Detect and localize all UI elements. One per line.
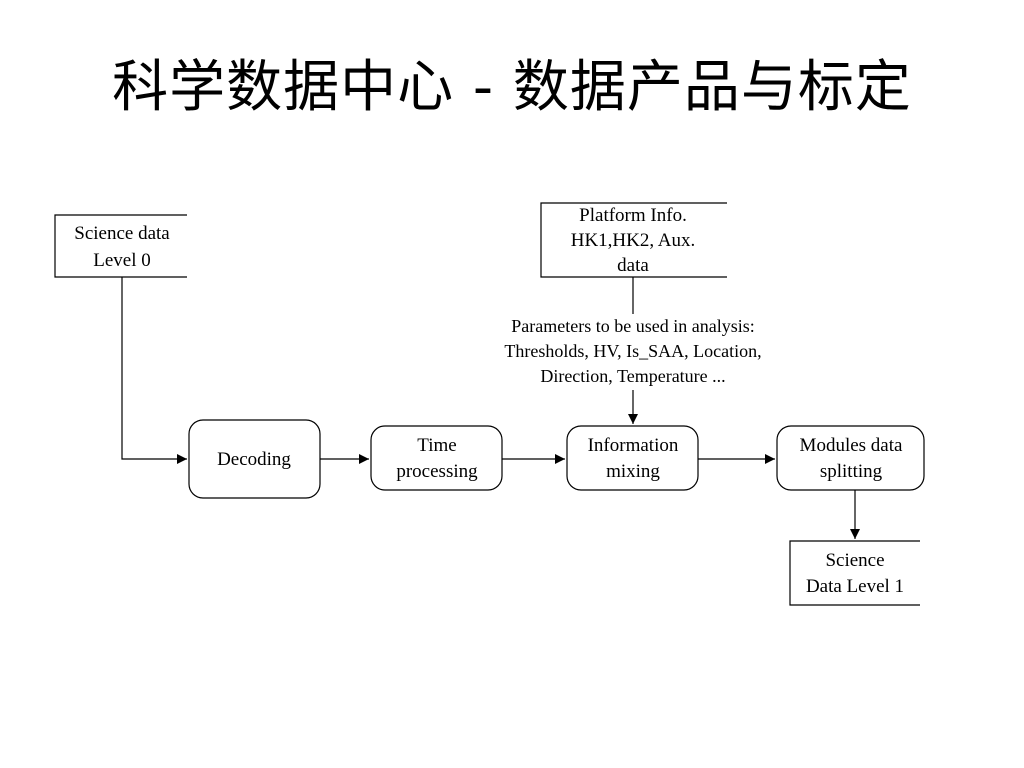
information-mixing-line-2: mixing bbox=[606, 461, 660, 482]
science-level1-line-1: Science bbox=[825, 550, 884, 571]
parameters-note: Parameters to be used in analysis: Thres… bbox=[504, 316, 761, 386]
modules-splitting-line-2: splitting bbox=[820, 461, 883, 482]
science-level1-line-2: Data Level 1 bbox=[806, 576, 904, 597]
time-processing-line-2: processing bbox=[396, 461, 478, 482]
slide-title: 科学数据中心 - 数据产品与标定 bbox=[112, 55, 912, 120]
science-level0-line-1: Science data bbox=[74, 223, 170, 244]
decoding-label: Decoding bbox=[217, 449, 291, 470]
decoding-node: Decoding bbox=[188, 419, 321, 499]
parameters-note-line-1: Parameters to be used in analysis: bbox=[511, 316, 754, 336]
platform-info-line-2: HK1,HK2, Aux. bbox=[571, 230, 696, 251]
modules-splitting-line-1: Modules data bbox=[800, 435, 903, 456]
parameters-note-line-3: Direction, Temperature ... bbox=[540, 366, 725, 386]
time-processing-line-1: Time bbox=[417, 435, 456, 456]
modules-splitting-node: Modules data splitting bbox=[776, 425, 925, 491]
platform-info-line-3: data bbox=[617, 255, 649, 276]
information-mixing-node: Information mixing bbox=[566, 425, 699, 491]
science-level1-box: Science Data Level 1 bbox=[789, 540, 920, 606]
platform-info-box: Platform Info. HK1,HK2, Aux. data bbox=[540, 202, 727, 278]
arrow-level0-to-decoding bbox=[121, 277, 187, 464]
platform-info-line-1: Platform Info. bbox=[579, 205, 687, 226]
time-processing-node: Time processing bbox=[370, 425, 503, 491]
parameters-note-line-2: Thresholds, HV, Is_SAA, Location, bbox=[504, 341, 761, 361]
science-level0-line-2: Level 0 bbox=[93, 250, 151, 271]
information-mixing-line-1: Information bbox=[588, 435, 679, 456]
science-level0-box: Science data Level 0 bbox=[54, 214, 187, 278]
